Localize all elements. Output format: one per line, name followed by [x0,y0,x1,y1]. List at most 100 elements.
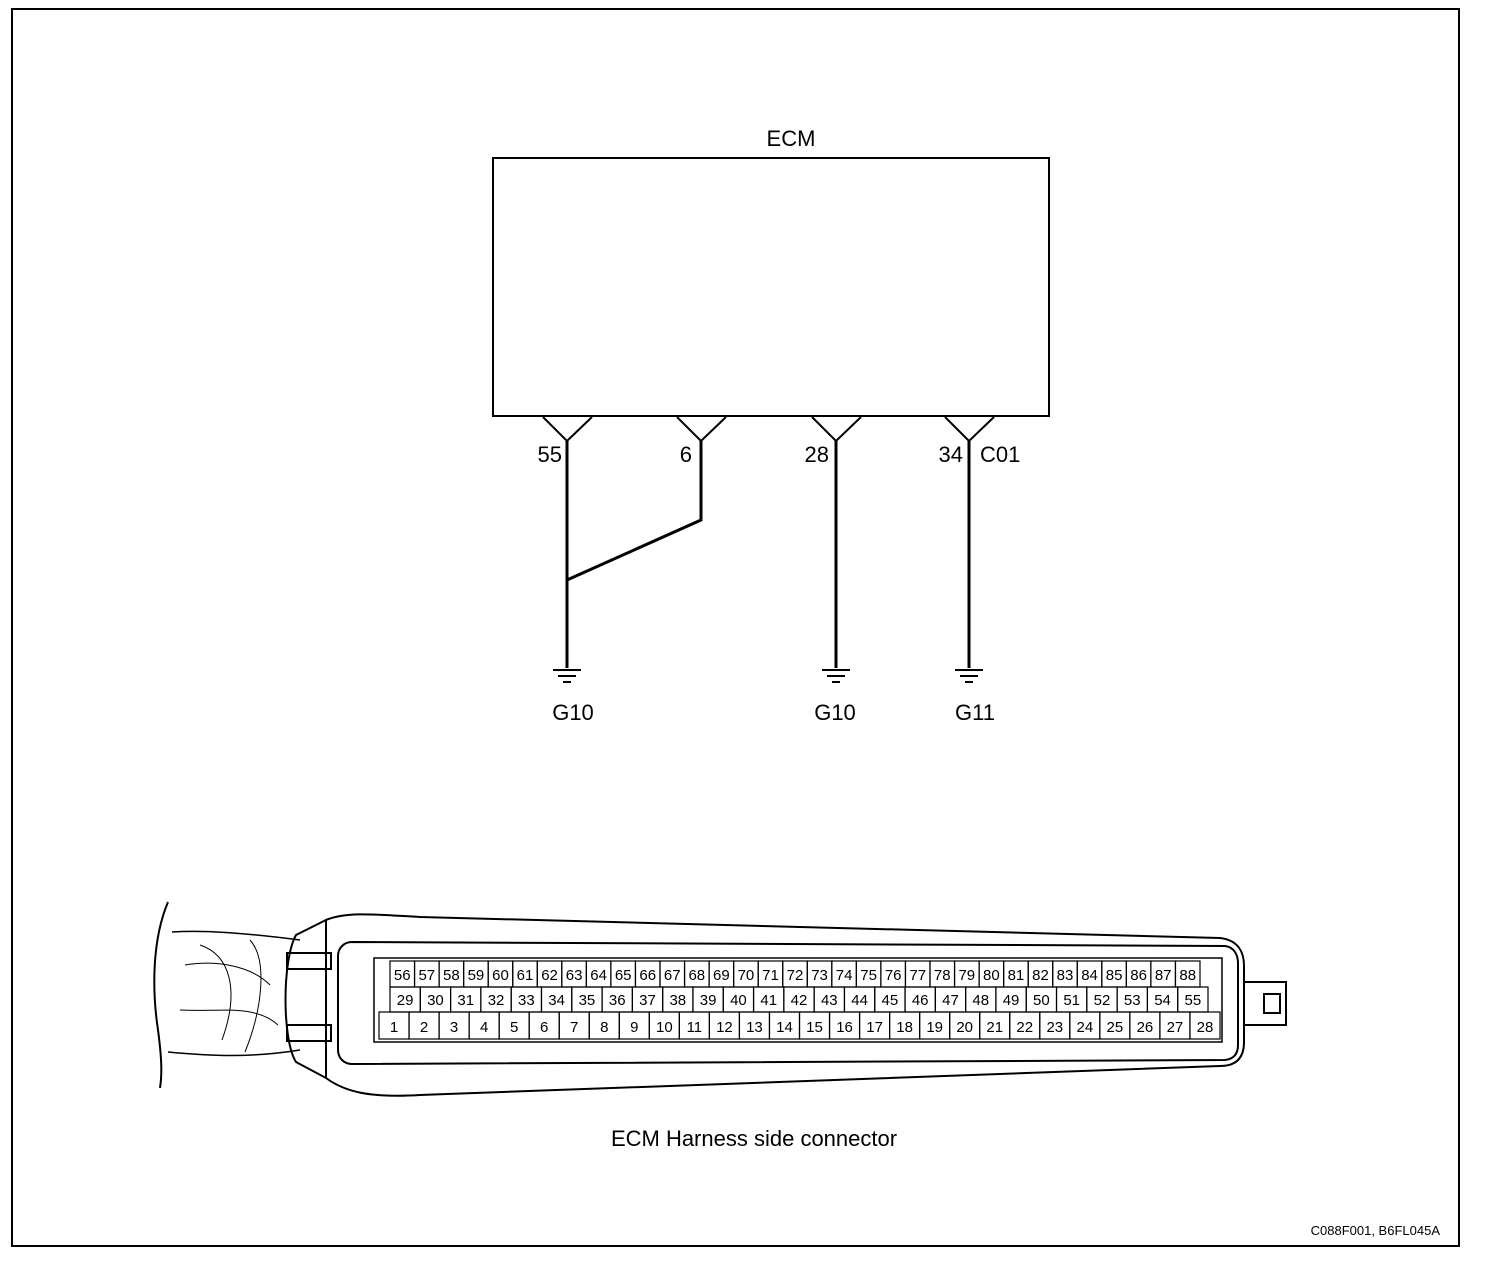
connector-pin-label: 59 [468,967,485,984]
pin-number-label: 34 [939,442,963,467]
connector-pin-14: 14 [768,1011,801,1040]
connector-pin-label: 33 [518,992,535,1009]
connector-pin-88: 88 [1174,960,1201,988]
connector-pin-75: 75 [855,960,882,988]
connector-pin-43: 43 [813,986,846,1013]
connector-pin-label: 15 [806,1019,823,1036]
connector-pin-label: 83 [1057,967,1074,984]
connector-pin-53: 53 [1116,986,1149,1013]
connector-pin-label: 11 [687,1019,703,1036]
connector-pin-84: 84 [1076,960,1103,988]
connector-pin-71: 71 [757,960,784,988]
connector-pin-45: 45 [874,986,906,1013]
connector-pin-label: 63 [566,967,583,984]
connector-pin-21: 21 [979,1011,1011,1040]
connector-pin-label: 5 [510,1019,518,1036]
connector-pin-76: 76 [880,960,907,988]
harness-connector-illustration [153,901,1287,1097]
connector-pin-8: 8 [588,1011,620,1040]
connector-pin-label: 82 [1032,967,1049,984]
connector-pin-12: 12 [708,1011,741,1040]
connector-pin-61: 61 [512,960,538,988]
connector-pin-67: 67 [659,960,686,988]
connector-pin-label: 50 [1033,992,1050,1009]
connector-pin-28: 28 [1189,1011,1221,1040]
connector-pin-label: 13 [746,1019,763,1036]
connector-pin-62: 62 [536,960,563,988]
connector-pin-25: 25 [1099,1011,1131,1040]
connector-pin-label: 52 [1094,992,1111,1009]
ground-symbol-icon [822,669,850,683]
connector-pin-label: 10 [656,1019,673,1036]
connector-pin-59: 59 [463,960,489,988]
connector-pin-label: 12 [716,1019,733,1036]
ground-label: G11 [955,700,995,725]
connector-pin-19: 19 [919,1011,951,1040]
ground-symbol-icon [553,669,581,683]
connector-pin-label: 67 [664,967,681,984]
connector-pin-label: 66 [639,967,656,984]
connector-pin-label: 44 [851,992,868,1009]
wire-bundle [153,901,169,1089]
connector-pin-32: 32 [480,986,512,1013]
connector-pin-10: 10 [648,1011,680,1040]
connector-pin-3: 3 [438,1011,470,1040]
connector-pin-label: 53 [1124,992,1141,1009]
connector-pin-label: 18 [896,1019,913,1036]
connector-pin-label: 77 [909,967,926,984]
connector-pin-label: 69 [713,967,730,984]
connector-pin-label: 20 [956,1019,973,1036]
connector-pin-17: 17 [858,1011,891,1040]
connector-pin-37: 37 [631,986,664,1013]
connector-pin-65: 65 [610,960,637,988]
connector-pin-64: 64 [585,960,612,988]
connector-pin-46: 46 [904,986,936,1013]
connector-pin-74: 74 [831,960,857,988]
connector-pin-23: 23 [1039,1011,1071,1040]
figure-frame [11,8,1460,1247]
connector-pin-label: 21 [986,1019,1003,1036]
connector-pin-85: 85 [1101,960,1127,988]
connector-pin-29: 29 [389,986,421,1013]
connector-pin-label: 28 [1197,1019,1214,1036]
connector-pin-label: 54 [1154,992,1171,1009]
connector-pin-48: 48 [965,986,997,1013]
connector-pin-38: 38 [662,986,694,1013]
connector-pin-30: 30 [419,986,452,1013]
connector-pin-label: 30 [427,992,444,1009]
connector-pin-label: 38 [669,992,686,1009]
connector-pin-label: 17 [866,1019,883,1036]
connector-pin-58: 58 [438,960,465,988]
connector-pin-82: 82 [1027,960,1054,988]
connector-pin-label: 56 [394,967,411,984]
connector-pin-label: 42 [791,992,808,1009]
connector-pin-label: 81 [1008,967,1025,984]
connector-pin-83: 83 [1052,960,1078,988]
connector-pin-57: 57 [413,960,440,988]
connector-pin-36: 36 [601,986,633,1013]
connector-pin-label: 23 [1046,1019,1063,1036]
connector-pin-label: 47 [942,992,959,1009]
connector-pin-4: 4 [468,1011,500,1040]
connector-pin-60: 60 [487,960,514,988]
connector-pin-label: 60 [492,967,509,984]
connector-pin-label: 49 [1003,992,1020,1009]
connector-pin-86: 86 [1125,960,1152,988]
connector-pin-label: 46 [912,992,929,1009]
connector-pin-31: 31 [449,986,482,1013]
connector-pin-11: 11 [678,1011,710,1040]
connector-pin-label: 73 [811,967,828,984]
connector-pin-label: 29 [397,992,414,1009]
connector-pin-87: 87 [1150,960,1177,988]
connector-pin-label: 55 [1185,992,1202,1009]
ground-label: G10 [552,700,594,725]
ecm-pin-28: 28 [805,416,862,668]
connector-pin-20: 20 [949,1011,981,1040]
connector-pin-70: 70 [733,960,759,988]
ground-symbol-icon [955,669,983,683]
connector-pin-15: 15 [798,1011,831,1040]
connector-pin-77: 77 [904,960,931,988]
connector-pin-label: 26 [1137,1019,1154,1036]
connector-pin-41: 41 [752,986,785,1013]
